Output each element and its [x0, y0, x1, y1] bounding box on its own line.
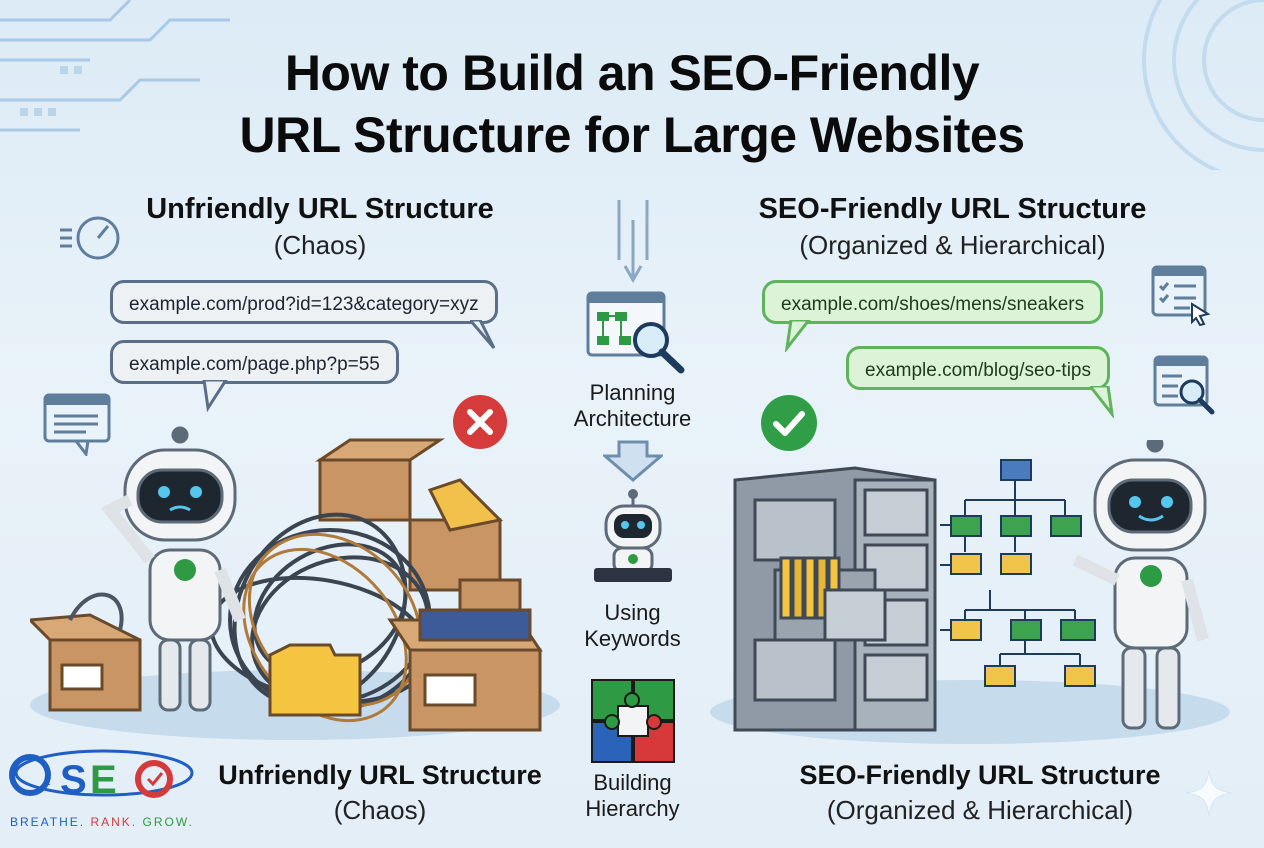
tagline-breathe: BREATHE.	[10, 815, 86, 829]
step-hierarchy-line1: Building	[593, 770, 672, 795]
x-circle-icon	[453, 395, 507, 449]
sparkle-icon	[1186, 770, 1232, 816]
bubble-tail	[202, 380, 228, 412]
right-footer-heading: SEO-Friendly URL Structure	[799, 760, 1161, 790]
organized-illustration	[733, 440, 1209, 732]
svg-text:2: 2	[44, 774, 51, 788]
tagline-grow: GROW.	[142, 815, 194, 829]
speedometer-icon	[60, 216, 120, 260]
o2seo-logo-mark: 2 S E	[9, 749, 194, 802]
title-line-1: How to Build an SEO-Friendly	[284, 45, 980, 101]
bubble-tail	[1090, 386, 1115, 418]
page-title: How to Build an SEO-Friendly URL Structu…	[0, 42, 1264, 166]
left-url-bubble-2: example.com/page.php?p=55	[110, 340, 399, 384]
search-document-icon	[1153, 355, 1215, 415]
step-planning-label: Planning Architecture	[545, 380, 720, 432]
right-url-bubble-1: example.com/shoes/mens/sneakers	[762, 280, 1104, 324]
right-subheading: (Organized & Hierarchical)	[799, 230, 1106, 260]
puzzle-icon	[591, 679, 675, 763]
check-circle-icon	[761, 395, 817, 451]
document-chat-icon	[43, 393, 111, 456]
left-heading: Unfriendly URL Structure	[146, 193, 494, 225]
left-url-bubble-1: example.com/prod?id=123&category=xyz	[110, 280, 498, 324]
bubble-tail	[785, 320, 811, 352]
robot-keyboard-icon	[594, 489, 672, 582]
left-subheading: (Chaos)	[273, 230, 367, 260]
step-hierarchy-label: Building Hierarchy	[545, 770, 720, 822]
o2seo-logo: 2 S E BREATHE. RANK. GROW.	[4, 745, 204, 835]
right-footer-subheading: (Organized & Hierarchical)	[826, 795, 1134, 825]
title-line-2: URL Structure for Large Websites	[239, 107, 1025, 163]
svg-text:E: E	[90, 758, 117, 802]
right-heading: SEO-Friendly URL Structure	[758, 193, 1147, 225]
step-keywords-line2: Keywords	[584, 626, 681, 651]
step-planning-line2: Architecture	[573, 406, 692, 431]
logo-tagline: BREATHE. RANK. GROW.	[10, 815, 194, 829]
down-arrow-icon	[603, 440, 663, 482]
step-keywords-label: Using Keywords	[545, 600, 720, 652]
left-footer-subheading: (Chaos)	[333, 795, 427, 825]
left-footer-heading: Unfriendly URL Structure	[218, 760, 542, 790]
circuit-decoration	[0, 0, 230, 132]
svg-text:S: S	[60, 758, 87, 802]
down-arrow-lines	[617, 200, 649, 284]
right-url-bubble-2: example.com/blog/seo-tips	[846, 346, 1110, 390]
step-hierarchy-line2: Hierarchy	[585, 796, 680, 821]
radar-decoration	[1142, 0, 1264, 170]
checklist-icon	[1151, 265, 1211, 326]
step-planning-line1: Planning	[589, 380, 676, 405]
chaos-illustration	[30, 426, 543, 732]
sitemap-search-icon	[586, 291, 685, 374]
tagline-rank: RANK.	[90, 815, 138, 829]
bubble-tail	[470, 320, 496, 349]
step-keywords-line1: Using	[604, 600, 661, 625]
